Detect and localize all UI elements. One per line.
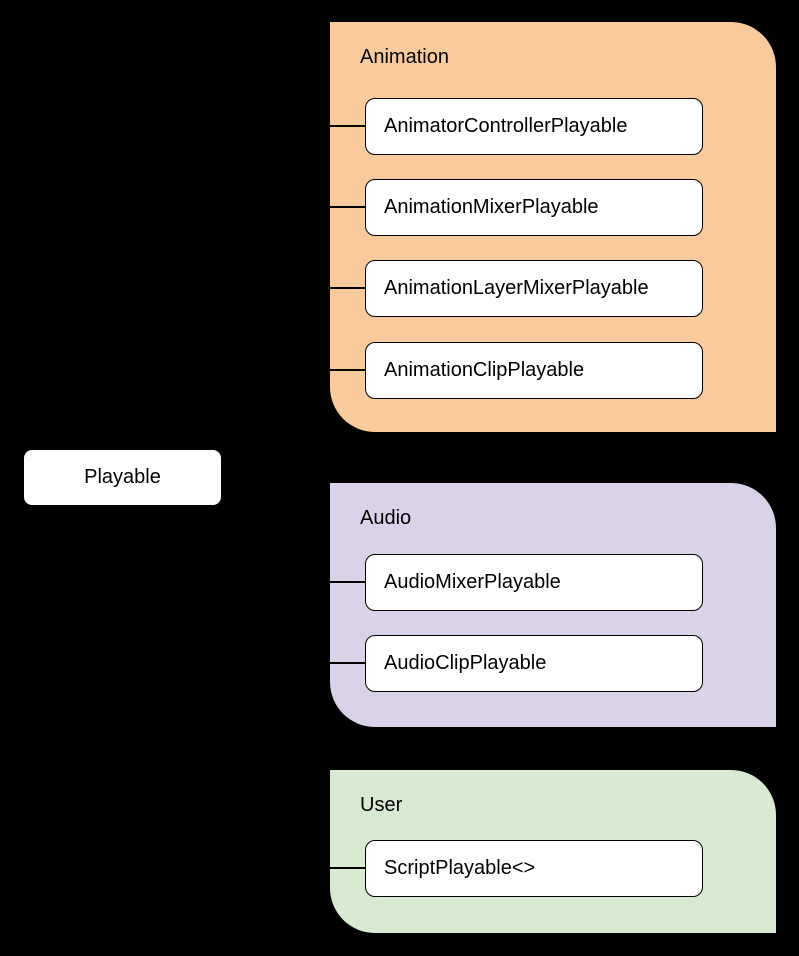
node-audioclipplayable-label: AudioClipPlayable [384,652,547,674]
node-audiomixerplayable: AudioMixerPlayable [365,554,703,611]
node-animationmixerplayable: AnimationMixerPlayable [365,179,703,236]
node-animationclipplayable-label: AnimationClipPlayable [384,359,585,381]
group-audio-title: Audio [360,507,412,529]
node-audiomixerplayable-label: AudioMixerPlayable [384,571,561,593]
group-animation: Animation AnimatorControllerPlayable Ani… [330,22,776,432]
connector-playable-to-scriptplayable [222,867,366,869]
group-animation-title: Animation [360,46,449,68]
node-scriptplayable-label: ScriptPlayable<> [384,857,536,879]
connector-playable-to-animationmixerplayable [222,206,366,208]
connector-playable-to-animationlayermixerplayable [222,287,366,289]
node-playable-label: Playable [84,466,161,488]
group-audio: Audio AudioMixerPlayable AudioClipPlayab… [330,483,776,727]
connector-playable-to-audioclipplayable [222,662,366,664]
connector-playable-to-animationclipplayable [222,369,366,371]
node-audioclipplayable: AudioClipPlayable [365,635,703,692]
node-animationlayermixerplayable-label: AnimationLayerMixerPlayable [384,277,649,299]
connector-playable-to-animatorcontrollerplayable [222,125,366,127]
node-scriptplayable: ScriptPlayable<> [365,840,703,897]
node-animatorcontrollerplayable-label: AnimatorControllerPlayable [384,115,628,137]
connector-playable-to-audiomixerplayable [222,581,366,583]
node-animationlayermixerplayable: AnimationLayerMixerPlayable [365,260,703,317]
node-animationclipplayable: AnimationClipPlayable [365,342,703,399]
node-animatorcontrollerplayable: AnimatorControllerPlayable [365,98,703,155]
group-user-title: User [360,794,403,816]
node-animationmixerplayable-label: AnimationMixerPlayable [384,196,599,218]
group-user: User ScriptPlayable<> [330,770,776,933]
node-playable: Playable [23,449,222,506]
